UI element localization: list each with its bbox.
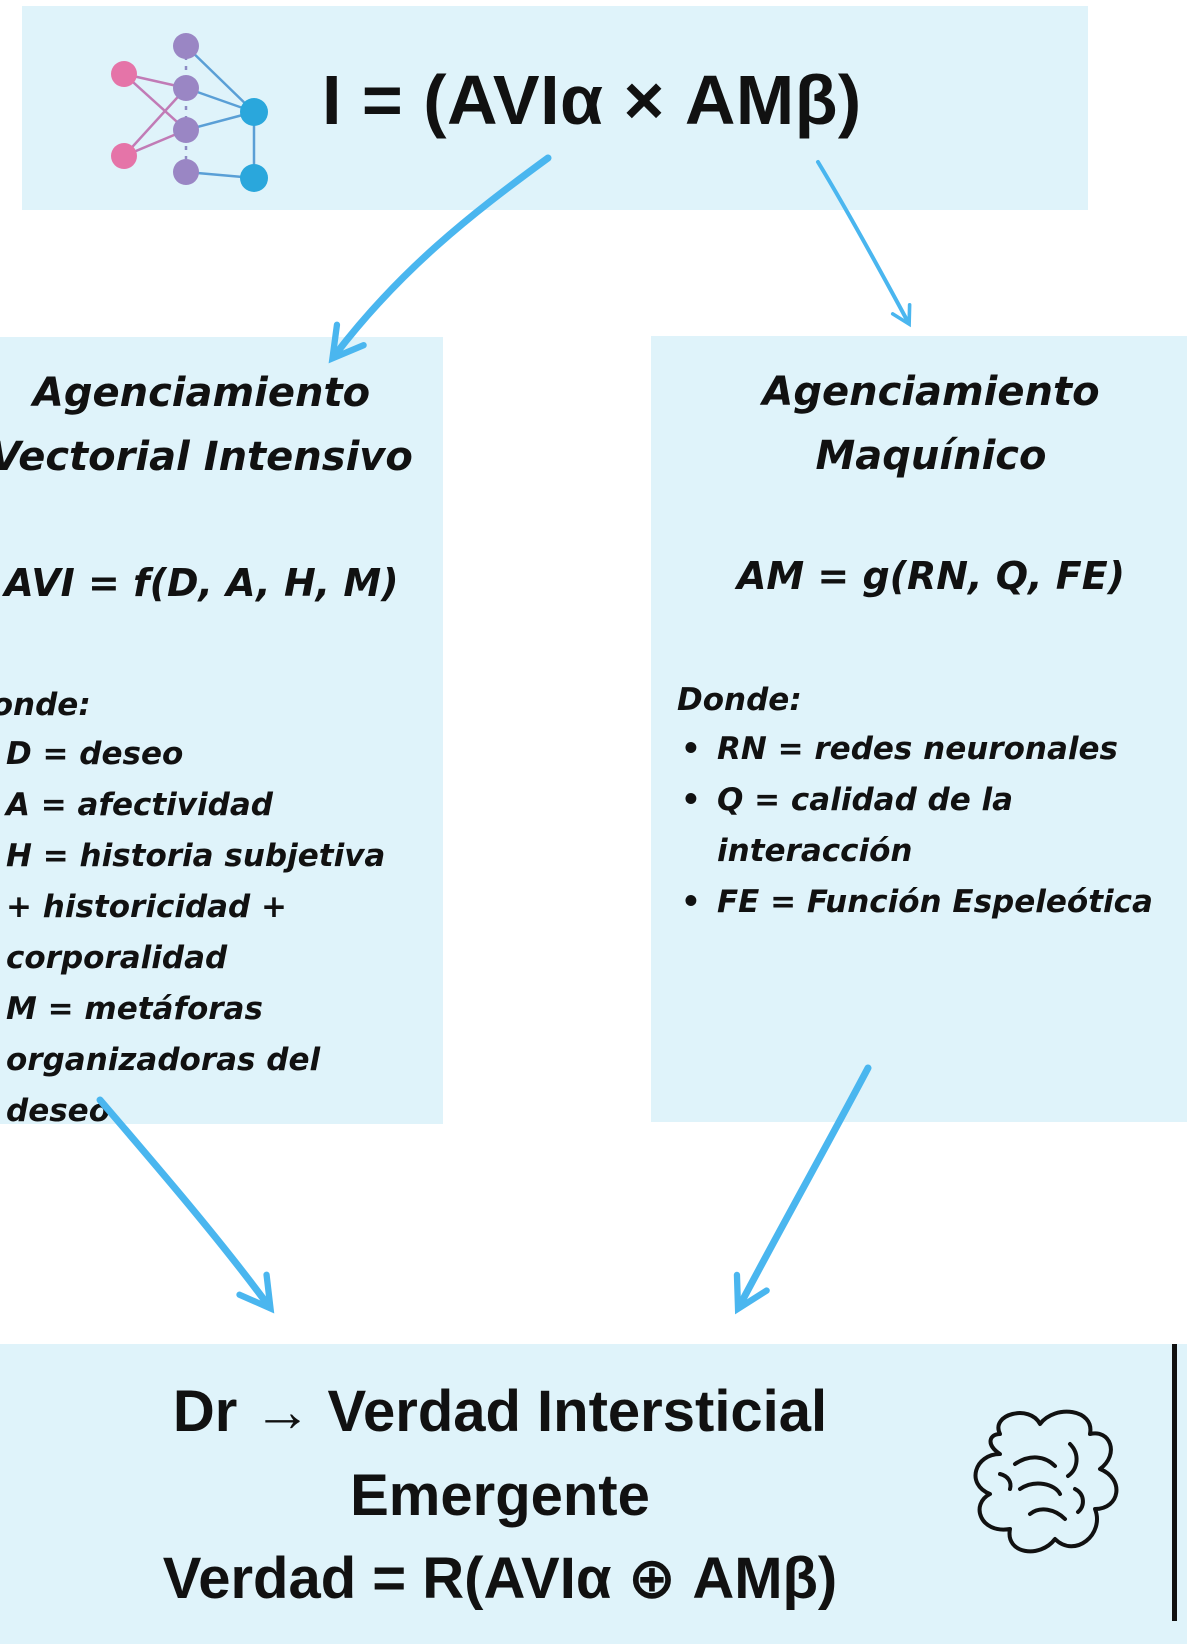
left-box-title: Agenciamiento Vectorial Intensivo bbox=[0, 361, 443, 489]
main-formula: I = (AVIα × AMβ) bbox=[322, 61, 862, 139]
arrow-top-to-right bbox=[816, 160, 912, 328]
list-item: •RN = redes neuronales bbox=[681, 731, 1118, 767]
right-agency-box: Agenciamiento Maquínico AM = g(RN, Q, FE… bbox=[651, 336, 1187, 1122]
arrow-top-to-left bbox=[328, 154, 552, 364]
list-item: •M = metáforas organizadoras del deseo bbox=[6, 991, 321, 1124]
top-formula-box: I = (AVIα × AMβ) bbox=[22, 6, 1088, 210]
list-item: •Q = calidad de la interacción bbox=[681, 782, 1014, 869]
bottom-line-3: Verdad = R(AVIα ⊕ AMβ) bbox=[162, 1546, 838, 1611]
neural-network-icon bbox=[111, 33, 268, 192]
right-where-label: Donde: bbox=[677, 682, 802, 718]
bottom-line-1: Dr → Verdad Intersticial bbox=[172, 1379, 828, 1444]
right-box-formula: AM = g(RN, Q, FE) bbox=[736, 554, 1126, 598]
bottom-result-box: Dr → Verdad Intersticial Emergente Verda… bbox=[0, 1344, 1187, 1644]
left-title-line2: Vectorial Intensivo bbox=[0, 434, 413, 480]
list-item: •D = deseo bbox=[6, 736, 184, 772]
list-item: •A = afectividad bbox=[6, 787, 273, 823]
right-edge-bar bbox=[1172, 1344, 1177, 1621]
left-box-formula: AVI = f(D, A, H, M) bbox=[4, 561, 399, 605]
left-title-line1: Agenciamiento bbox=[32, 370, 371, 416]
arrow-left-to-bottom bbox=[96, 1096, 275, 1314]
left-variable-list: •D = deseo •A = afectividad •H = histori… bbox=[0, 729, 412, 1124]
left-where-label: Donde: bbox=[0, 687, 91, 723]
list-item: •FE = Función Espeleótica bbox=[681, 884, 1153, 920]
brain-icon bbox=[973, 1409, 1119, 1554]
right-title-line1: Agenciamiento bbox=[762, 369, 1100, 415]
bottom-line-2: Emergente bbox=[350, 1463, 650, 1528]
list-item: •H = historia subjetiva + historicidad +… bbox=[6, 838, 386, 976]
arrow-right-to-bottom bbox=[733, 1064, 872, 1315]
right-title-line2: Maquínico bbox=[815, 433, 1047, 479]
left-agency-box: Agenciamiento Vectorial Intensivo AVI = … bbox=[0, 337, 443, 1124]
right-box-title: Agenciamiento Maquínico bbox=[651, 360, 1187, 488]
right-variable-list: •RN = redes neuronales •Q = calidad de l… bbox=[653, 724, 1163, 928]
